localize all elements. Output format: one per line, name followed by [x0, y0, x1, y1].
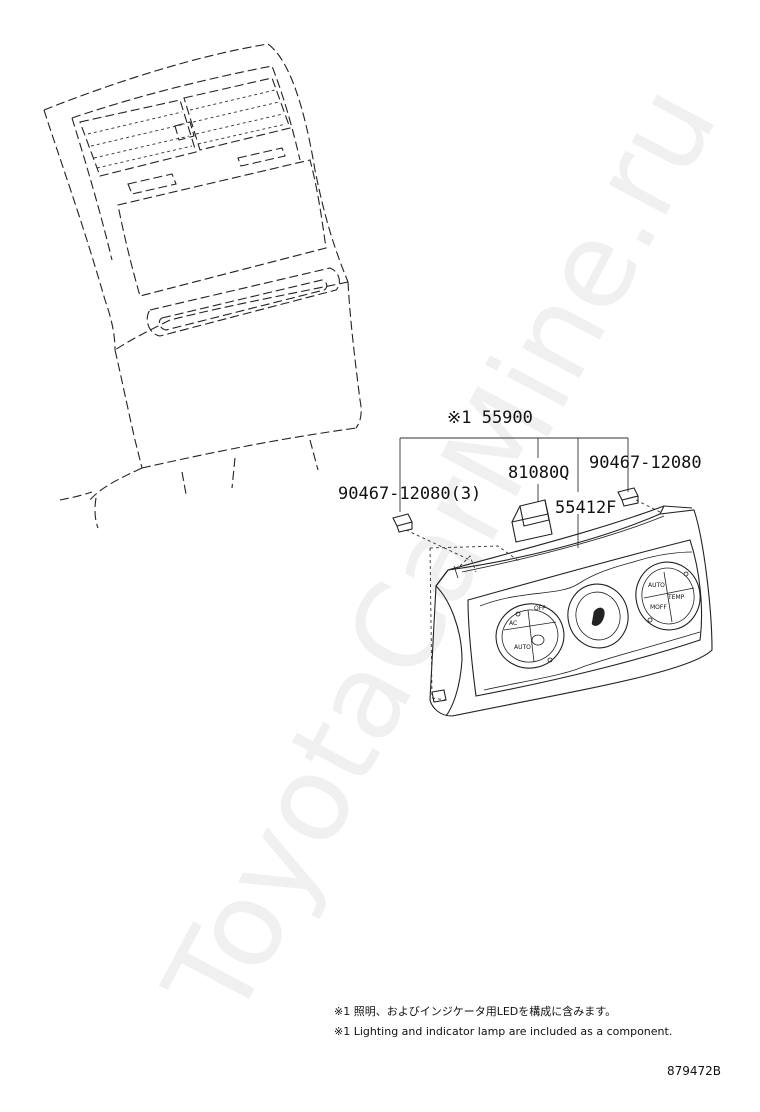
panel-text-left-1: AC: [509, 620, 518, 627]
dashboard-outline: [43, 43, 362, 529]
panel-text-right-1: AUTO: [648, 582, 665, 589]
panel-text-right-3: MOFF: [650, 604, 667, 611]
label-panel-55412F: 55412F: [555, 498, 617, 518]
screw-left-part: [392, 513, 471, 561]
screw-right-part: [617, 487, 665, 515]
footnote-english: ※1 Lighting and indicator lamp are inclu…: [334, 1025, 673, 1038]
footnote-japanese: ※1 照明、およびインジケータ用LEDを構成に含みます。: [334, 1005, 617, 1018]
illustration-id: 879472B: [667, 1064, 722, 1078]
panel-text-right-2: TEMP: [668, 594, 685, 601]
label-assembly-55900: ※1 55900: [447, 408, 533, 428]
label-screw-left: 90467-12080(3): [338, 484, 482, 504]
label-screw-right: 90467-12080: [589, 453, 702, 473]
panel-text-left-3: AUTO: [514, 644, 531, 651]
bulb-socket-part: [511, 499, 553, 543]
label-bulb-socket: 81080Q: [508, 463, 570, 483]
control-panel-part: [429, 505, 713, 717]
leader-lines: [399, 437, 629, 548]
panel-text-left-2: OFF: [534, 605, 546, 612]
